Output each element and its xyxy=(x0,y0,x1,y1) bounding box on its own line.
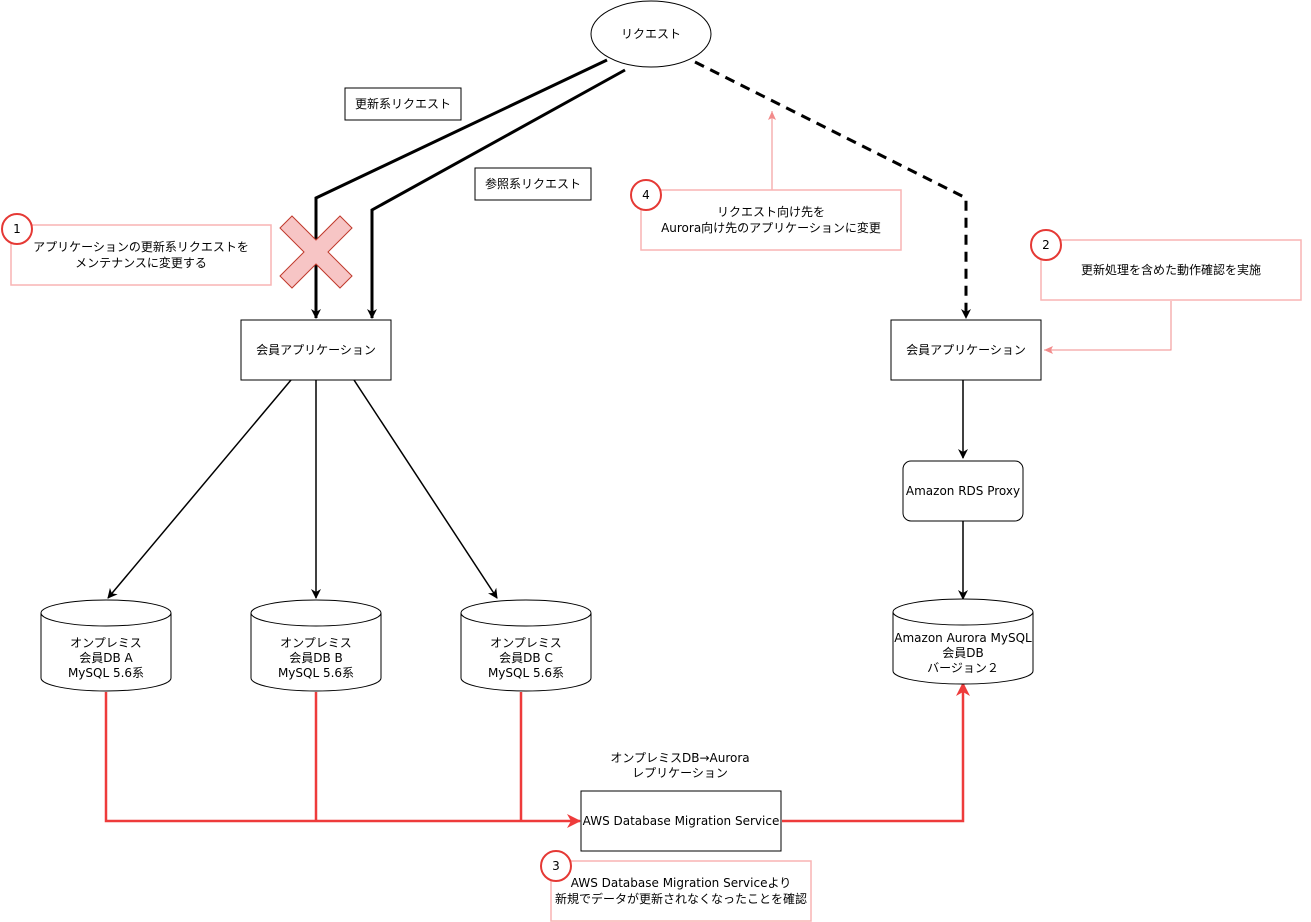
svg-text:アプリケーションの更新系リクエストを: アプリケーションの更新系リクエストを xyxy=(33,239,249,254)
step-3-note: AWS Database Migration Serviceより 新規でデータが… xyxy=(550,860,812,922)
app-to-db-a-arrow xyxy=(107,379,292,599)
svg-text:レプリケーション: レプリケーション xyxy=(632,766,728,780)
dms-to-aurora-arrow xyxy=(782,682,970,823)
update-request-arrow xyxy=(311,58,608,319)
svg-text:MySQL 5.6系: MySQL 5.6系 xyxy=(68,666,144,680)
svg-text:2: 2 xyxy=(1042,238,1050,252)
svg-text:会員アプリケーション: 会員アプリケーション xyxy=(256,343,376,357)
update-request-label-box: 更新系リクエスト xyxy=(344,87,462,121)
app-to-db-c-arrow xyxy=(353,379,498,599)
svg-text:会員DB C: 会員DB C xyxy=(499,651,553,665)
step-1-badge: 1 xyxy=(1,213,33,245)
svg-text:会員アプリケーション: 会員アプリケーション xyxy=(906,343,1026,357)
rds-proxy-node: Amazon RDS Proxy xyxy=(902,460,1024,522)
db-c-cylinder: オンプレミス 会員DB C MySQL 5.6系 xyxy=(460,599,592,692)
reference-request-arrow xyxy=(367,68,626,319)
member-app-left: 会員アプリケーション xyxy=(240,319,392,381)
svg-text:MySQL 5.6系: MySQL 5.6系 xyxy=(278,666,354,680)
svg-text:3: 3 xyxy=(552,859,560,873)
svg-text:参照系リクエスト: 参照系リクエスト xyxy=(485,176,581,191)
svg-text:会員DB: 会員DB xyxy=(942,646,983,660)
blocked-cross-icon xyxy=(279,215,353,289)
svg-text:オンプレミス: オンプレミス xyxy=(280,636,352,650)
svg-text:バージョン２: バージョン２ xyxy=(927,661,999,675)
step-4-badge: 4 xyxy=(630,179,662,211)
svg-text:更新系リクエスト: 更新系リクエスト xyxy=(355,96,451,111)
svg-text:Amazon RDS Proxy: Amazon RDS Proxy xyxy=(906,484,1020,498)
aurora-request-arrow xyxy=(694,60,971,319)
svg-text:リクエスト向け先を: リクエスト向け先を xyxy=(717,204,825,219)
step-2-note: 更新処理を含めた動作確認を実施 xyxy=(1040,239,1302,301)
db-a-replication-line xyxy=(104,692,581,828)
replication-label: オンプレミスDB→Aurora レプリケーション xyxy=(610,751,749,780)
request-label: リクエスト xyxy=(621,27,681,41)
step-2-badge: 2 xyxy=(1030,229,1062,261)
svg-text:オンプレミスDB→Aurora: オンプレミスDB→Aurora xyxy=(610,751,749,765)
step-4-note: リクエスト向け先を Aurora向け先のアプリケーションに変更 xyxy=(640,189,902,251)
dms-node: AWS Database Migration Service xyxy=(580,790,782,852)
svg-text:4: 4 xyxy=(642,188,650,202)
step2-pointer-arrow xyxy=(1044,301,1172,354)
reference-request-label-box: 参照系リクエスト xyxy=(474,167,592,201)
svg-text:AWS Database Migration Service: AWS Database Migration Service xyxy=(583,814,780,828)
aurora-db-cylinder: Amazon Aurora MySQL 会員DB バージョン２ xyxy=(892,598,1034,685)
svg-text:AWS Database Migration Service: AWS Database Migration Serviceより xyxy=(571,876,791,890)
step-3-badge: 3 xyxy=(540,850,572,882)
svg-text:MySQL 5.6系: MySQL 5.6系 xyxy=(488,666,564,680)
svg-text:更新処理を含めた動作確認を実施: 更新処理を含めた動作確認を実施 xyxy=(1081,262,1261,277)
svg-text:オンプレミス: オンプレミス xyxy=(490,636,562,650)
svg-text:Aurora向け先のアプリケーションに変更: Aurora向け先のアプリケーションに変更 xyxy=(661,220,881,235)
svg-text:1: 1 xyxy=(13,222,21,236)
svg-text:会員DB B: 会員DB B xyxy=(289,651,343,665)
db-a-cylinder: オンプレミス 会員DB A MySQL 5.6系 xyxy=(40,599,172,692)
svg-text:メンテナンスに変更する: メンテナンスに変更する xyxy=(75,255,207,270)
svg-text:新規でデータが更新されなくなったことを確認: 新規でデータが更新されなくなったことを確認 xyxy=(555,891,807,906)
svg-text:オンプレミス: オンプレミス xyxy=(70,636,142,650)
db-b-cylinder: オンプレミス 会員DB B MySQL 5.6系 xyxy=(250,599,382,692)
step-1-note: アプリケーションの更新系リクエストを メンテナンスに変更する xyxy=(10,224,272,286)
svg-text:会員DB A: 会員DB A xyxy=(79,651,133,665)
request-node: リクエスト xyxy=(590,0,712,68)
svg-text:Amazon Aurora MySQL: Amazon Aurora MySQL xyxy=(894,631,1032,645)
member-app-right: 会員アプリケーション xyxy=(890,319,1042,381)
